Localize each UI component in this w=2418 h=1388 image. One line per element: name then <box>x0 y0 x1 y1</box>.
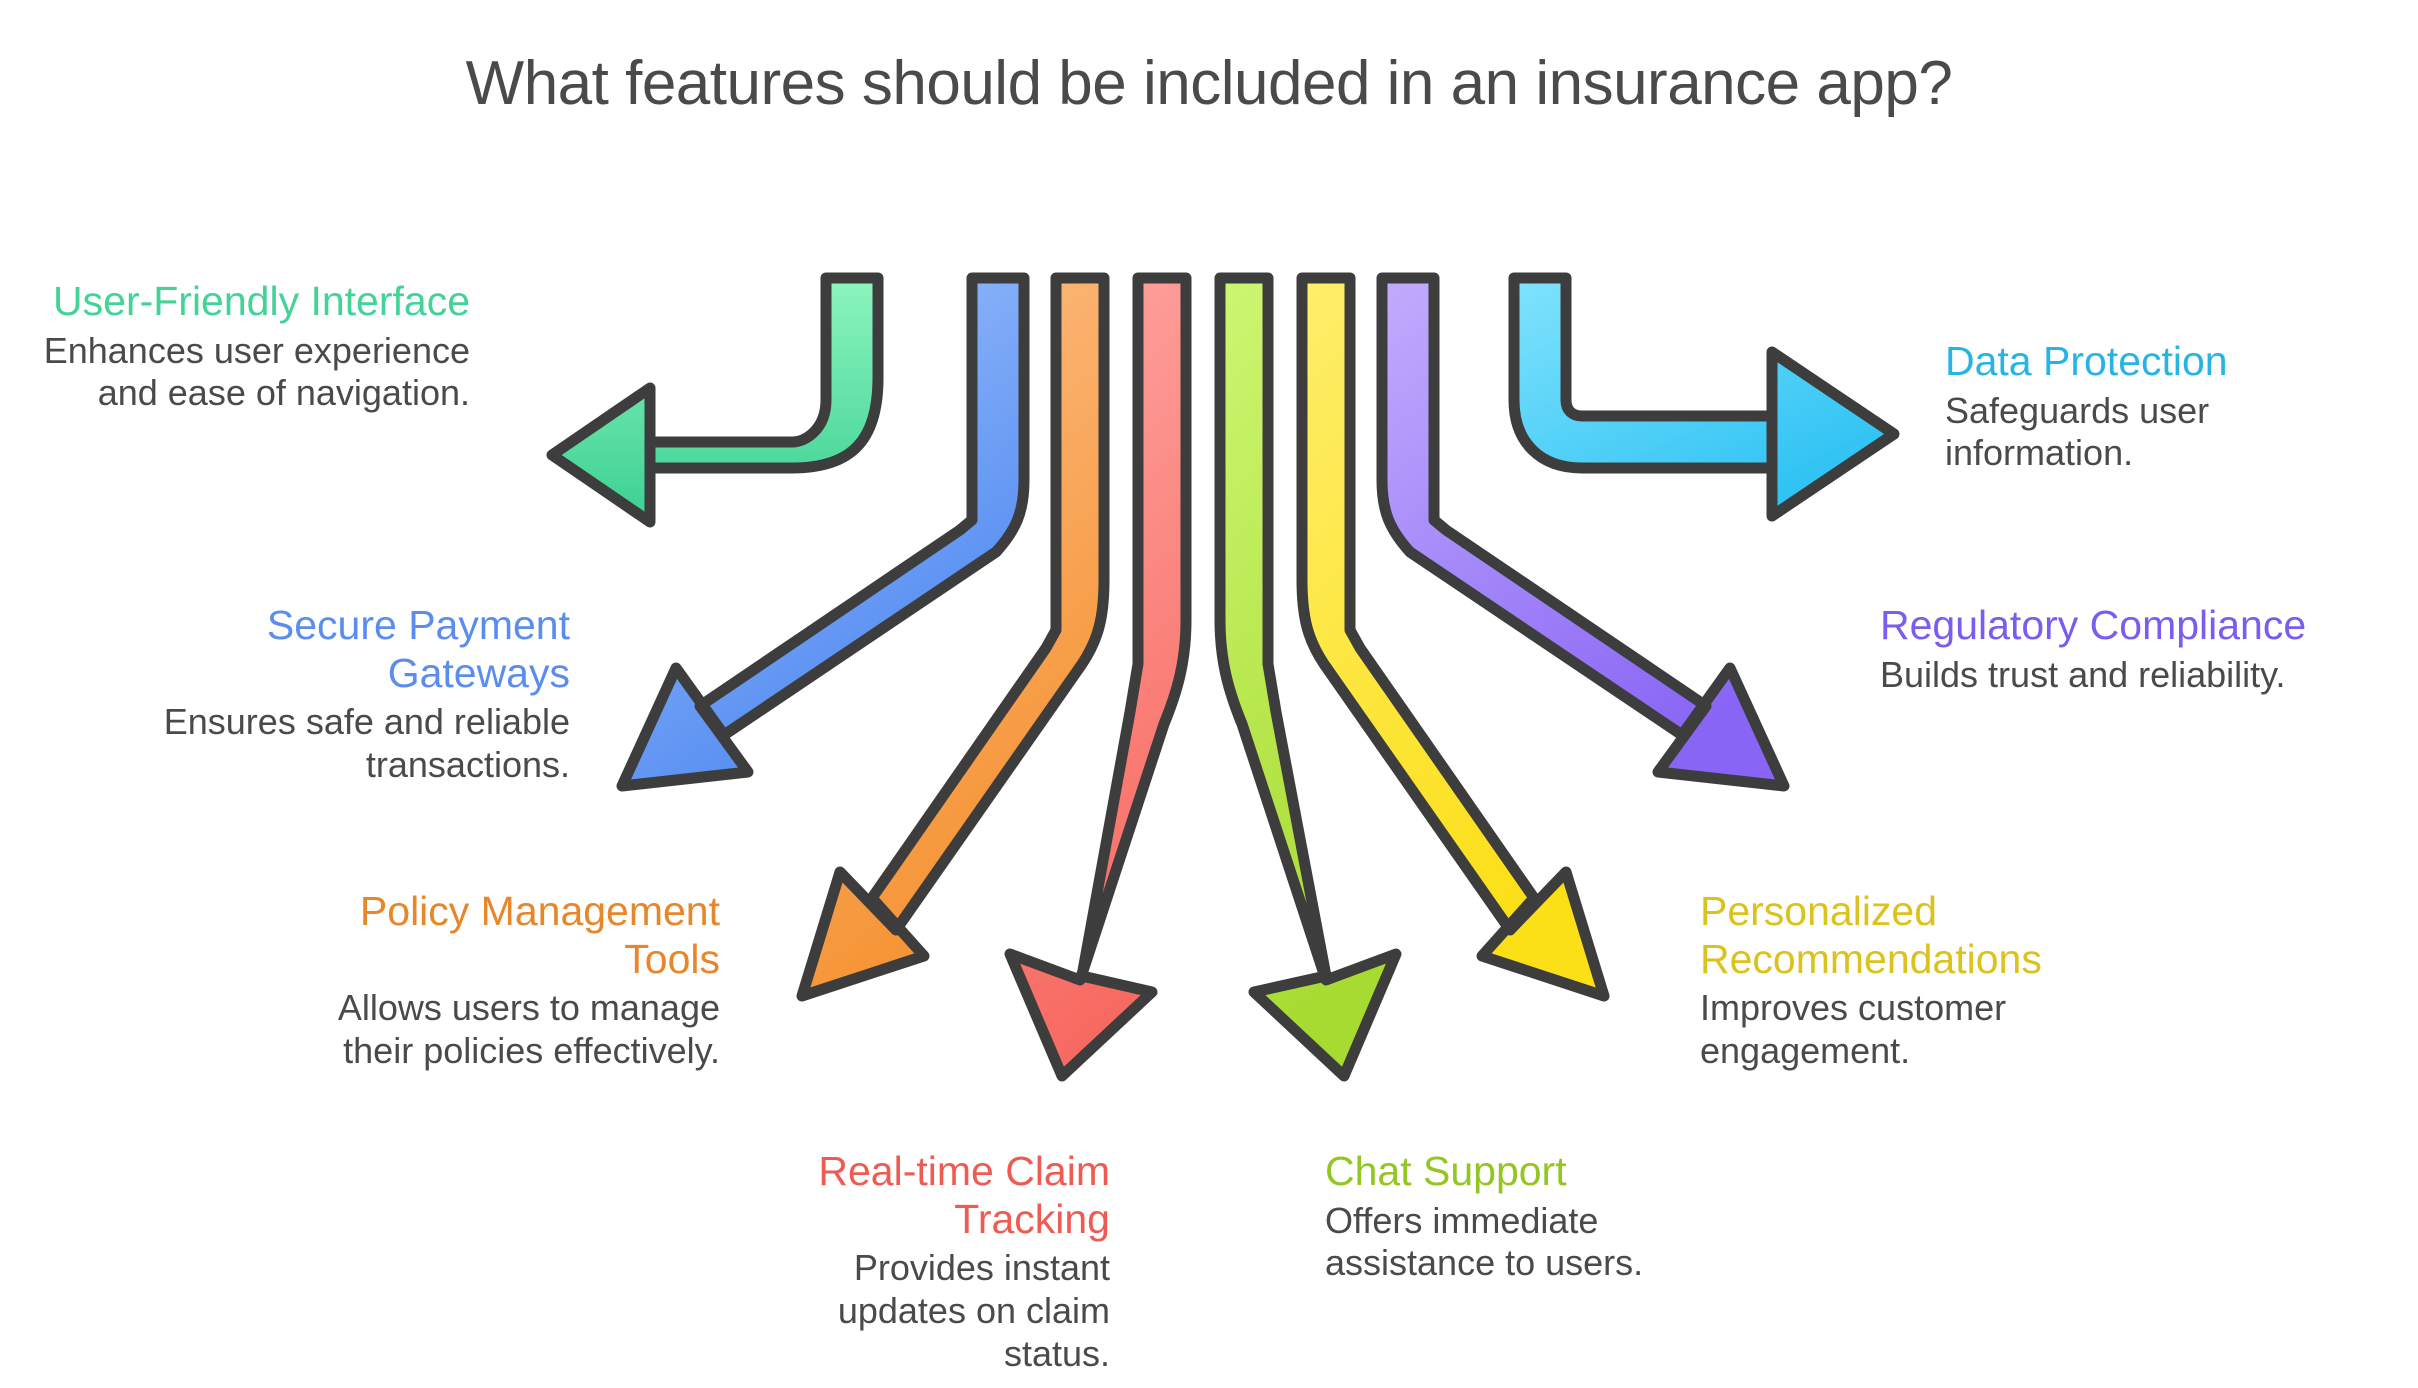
label-personalized-recommendations: Personalized Recommendations Improves cu… <box>1700 888 2130 1073</box>
arrow-data-protection-shape[interactable] <box>1508 272 1900 522</box>
label-title-policy-management-tools: Policy Management Tools <box>359 888 720 982</box>
label-title-secure-payment-gateways: Secure Payment Gateways <box>266 602 570 696</box>
label-title-data-protection: Data Protection <box>1945 338 2228 384</box>
label-description-chat-support: Offers immediate assistance to users. <box>1325 1199 1644 1284</box>
label-title-chat-support: Chat Support <box>1325 1148 1567 1194</box>
arrow-user-friendly-interface[interactable] <box>546 272 884 528</box>
label-secure-payment-gateways: Secure Payment Gateways Ensures safe and… <box>140 602 570 787</box>
label-description-personalized-recommendations: Improves customer engagement. <box>1700 987 2007 1071</box>
arrow-regulatory-compliance[interactable] <box>1376 272 1790 792</box>
arrow-policy-management-tools[interactable] <box>796 272 1110 1002</box>
label-title-regulatory-compliance: Regulatory Compliance <box>1880 602 2307 648</box>
label-description-data-protection: Safeguards user information. <box>1945 389 2210 474</box>
arrow-real-time-claim-tracking[interactable] <box>1004 272 1192 1082</box>
label-real-time-claim-tracking: Real-time Claim Tracking Provides instan… <box>740 1148 1110 1376</box>
arrow-chat-support[interactable] <box>1214 272 1402 1082</box>
label-regulatory-compliance: Regulatory Compliance Builds trust and r… <box>1880 602 2310 696</box>
arrow-secure-payment-gateways[interactable] <box>616 272 1030 792</box>
label-data-protection: Data Protection Safeguards user informat… <box>1945 338 2385 475</box>
label-description-user-friendly-interface: Enhances user experience and ease of nav… <box>43 329 470 414</box>
label-description-regulatory-compliance: Builds trust and reliability. <box>1880 653 2286 695</box>
label-description-secure-payment-gateways: Ensures safe and reliable transactions. <box>163 701 570 785</box>
label-user-friendly-interface: User-Friendly Interface Enhances user ex… <box>40 278 470 415</box>
arrow-personalized-recommendations[interactable] <box>1296 272 1610 1002</box>
label-title-personalized-recommendations: Personalized Recommendations <box>1700 888 2042 982</box>
label-description-real-time-claim-tracking: Provides instant updates on claim status… <box>837 1247 1110 1374</box>
label-policy-management-tools: Policy Management Tools Allows users to … <box>290 888 720 1073</box>
label-title-user-friendly-interface: User-Friendly Interface <box>53 278 470 324</box>
label-chat-support: Chat Support Offers immediate assistance… <box>1325 1148 1755 1285</box>
label-description-policy-management-tools: Allows users to manage their policies ef… <box>337 987 720 1071</box>
page-title: What features should be included in an i… <box>465 49 1953 118</box>
label-title-real-time-claim-tracking: Real-time Claim Tracking <box>818 1148 1110 1242</box>
